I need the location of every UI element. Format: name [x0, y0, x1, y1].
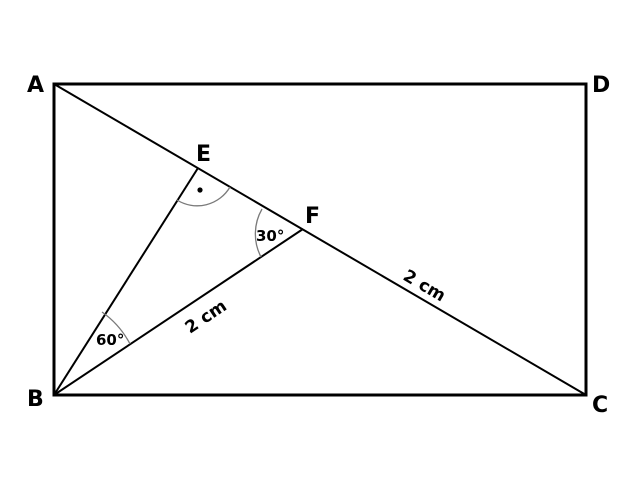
angle-arc-f	[254, 208, 263, 258]
right-angle-arc-e	[176, 186, 231, 207]
diagonal-ac	[53, 83, 587, 396]
length-bf: 2 cm	[182, 296, 231, 338]
right-angle-dot	[197, 187, 203, 193]
segment-be	[53, 167, 199, 396]
rectangle-abcd	[52, 82, 588, 397]
angle-label-f: 30°	[256, 227, 284, 245]
label-f: F	[305, 204, 320, 229]
label-c: C	[592, 393, 608, 418]
label-e: E	[196, 142, 211, 167]
label-d: D	[592, 73, 610, 98]
angle-arc-b	[101, 311, 131, 345]
angle-label-b: 60°	[96, 331, 124, 349]
segment-bf	[53, 228, 304, 396]
label-a: A	[27, 73, 44, 98]
label-b: B	[27, 387, 44, 412]
